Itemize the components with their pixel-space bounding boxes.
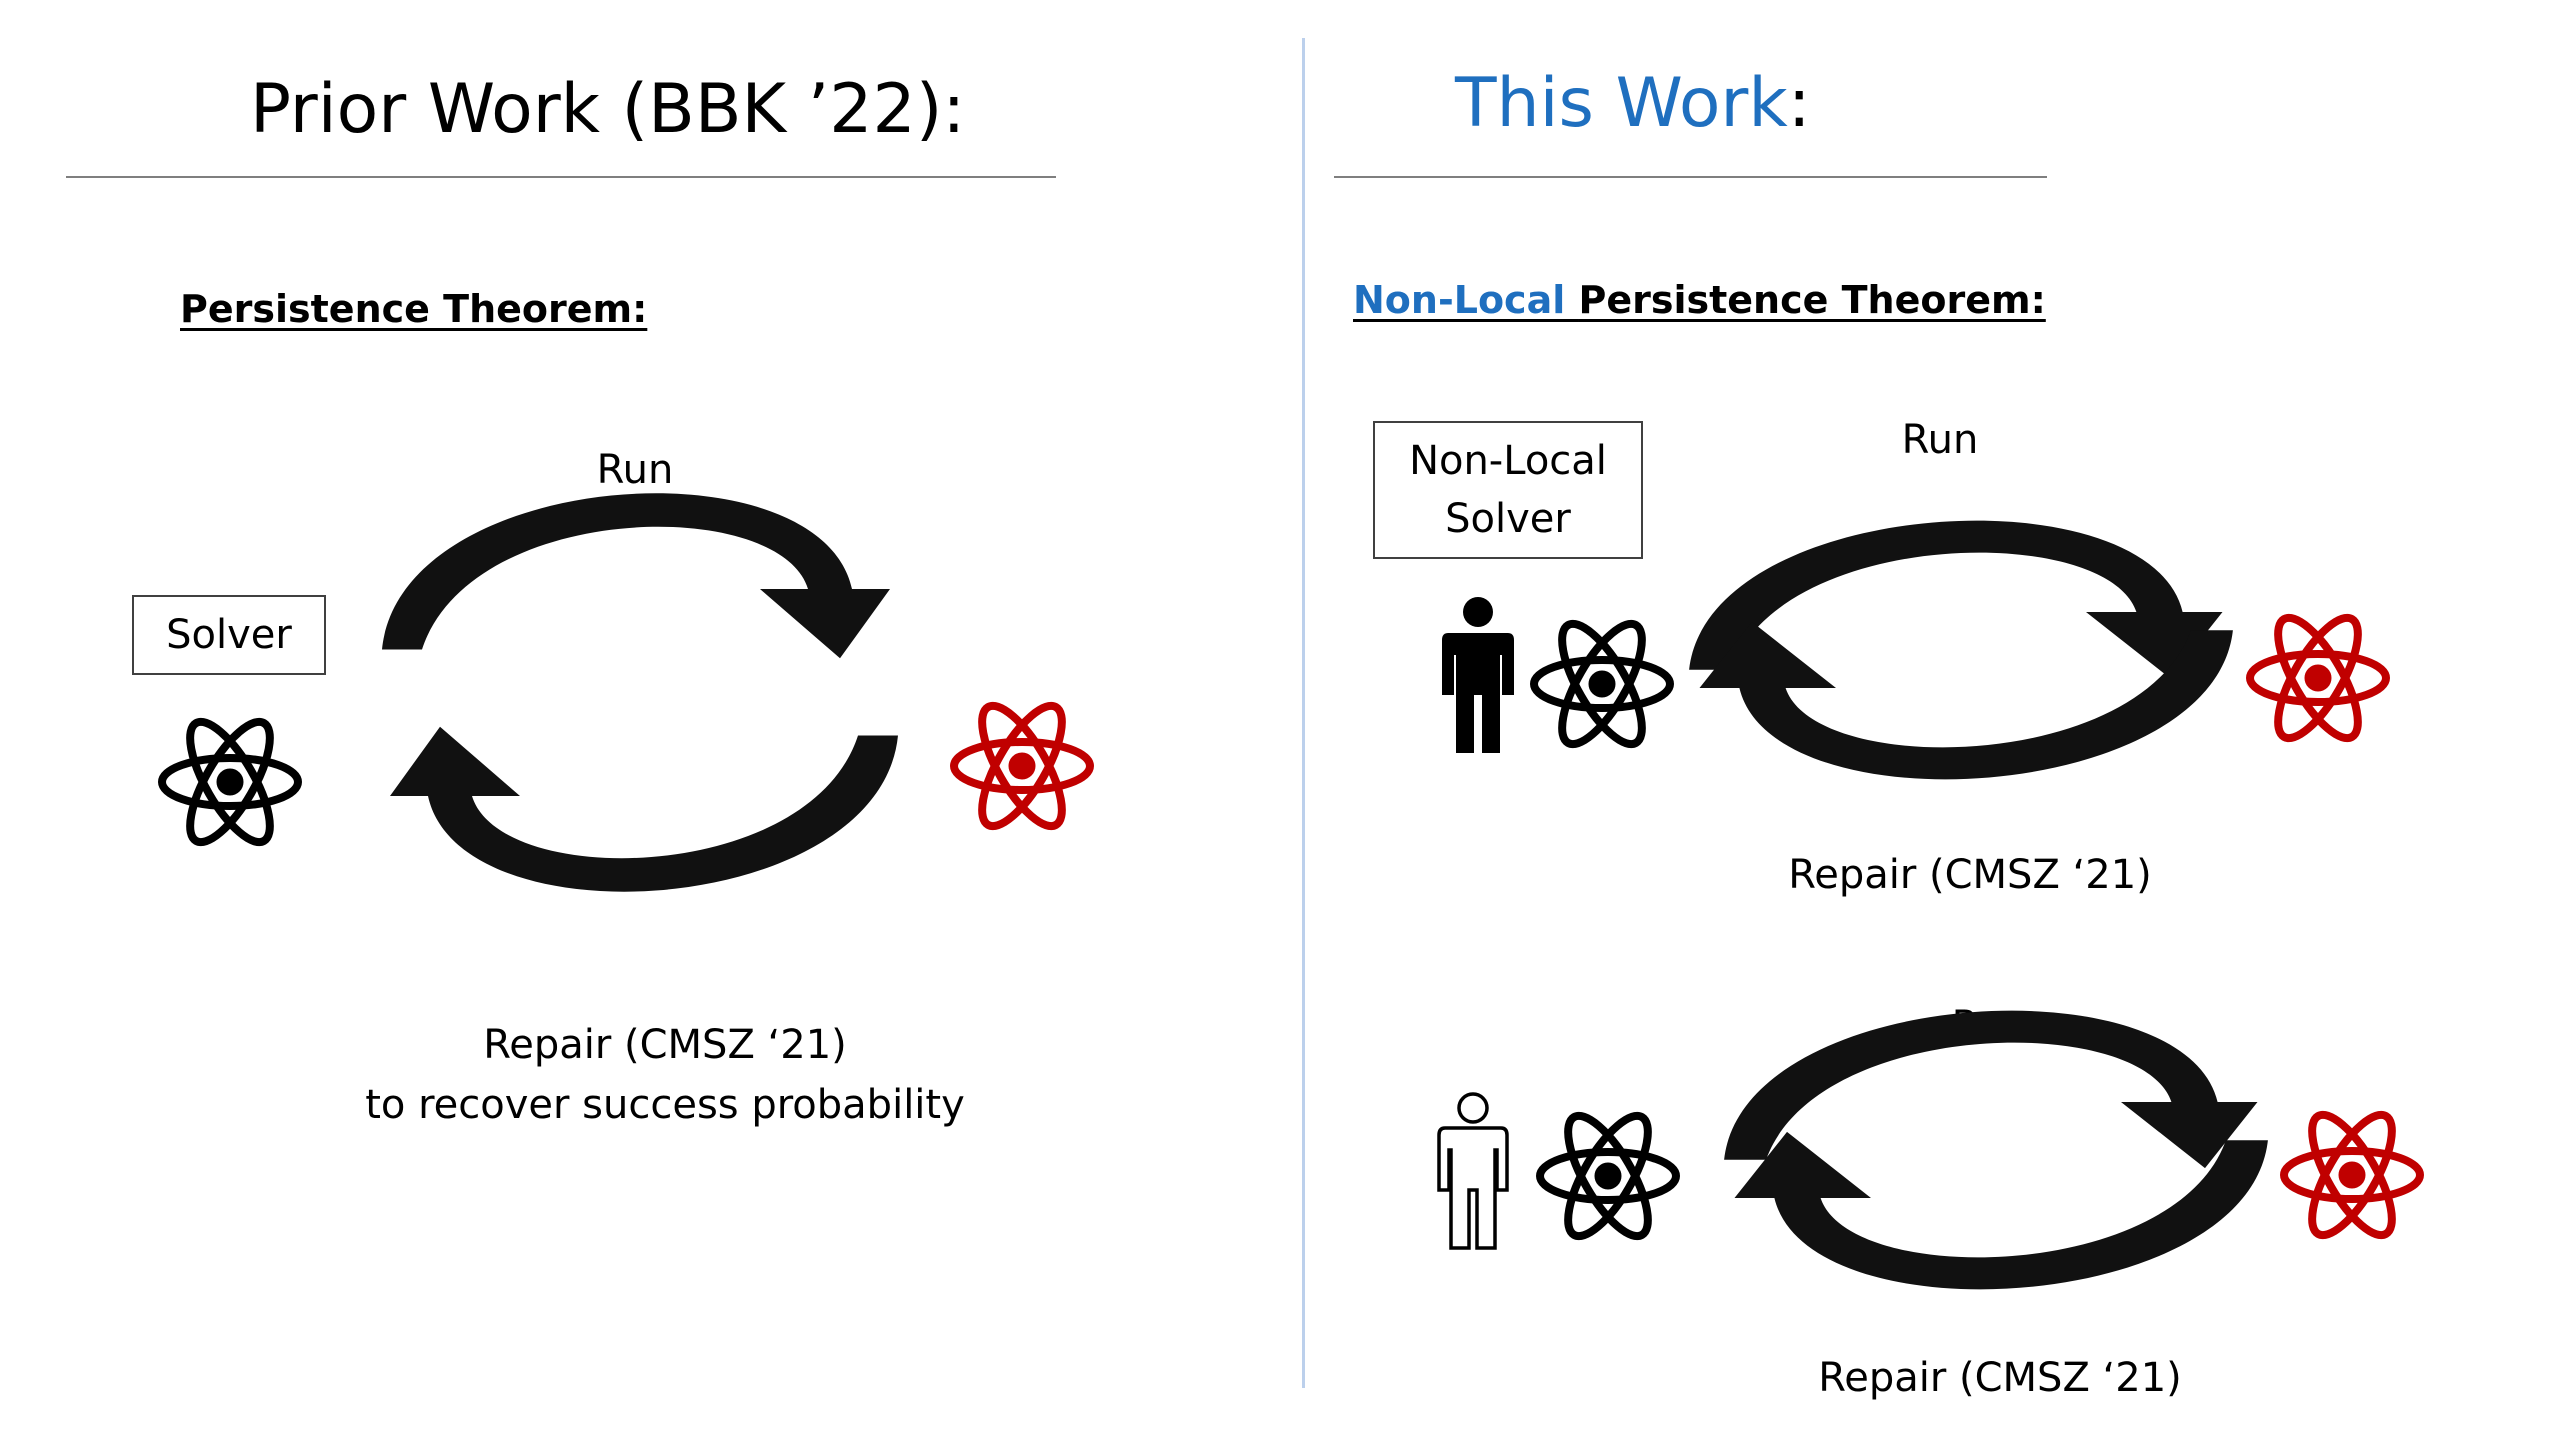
right-heading-rule <box>1334 176 2047 178</box>
right-bottom-repair-arrow <box>1734 1131 2268 1290</box>
person-outline-icon <box>1437 1092 1509 1250</box>
atom-icon-red <box>2284 1104 2420 1246</box>
right-top-run-label: Run <box>1901 417 1979 463</box>
right-bottom-repair-label: Repair (CMSZ ‘21) <box>1818 1355 2182 1401</box>
left-heading-rule <box>66 176 1056 178</box>
right-bottom-run-arrow <box>1724 1010 2258 1169</box>
non-local-theorem-title: Non-Local Persistence Theorem: <box>1353 278 2046 322</box>
non-local-solver-line2: Solver <box>1445 496 1571 542</box>
atom-icon-red <box>2250 607 2386 749</box>
left-run-label: Run <box>596 447 674 493</box>
person-filled-icon <box>1442 597 1514 753</box>
left-repair-line1: Repair (CMSZ ‘21) <box>483 1022 847 1068</box>
this-work-heading-text: This Work <box>1455 64 1788 143</box>
right-top-repair-label: Repair (CMSZ ‘21) <box>1788 852 2152 898</box>
panel-divider <box>1302 38 1305 1388</box>
left-repair-line2: to recover success probability <box>365 1082 965 1128</box>
solver-box: Solver <box>132 595 326 675</box>
non-local-solver-line1: Non-Local <box>1409 438 1607 484</box>
this-work-heading: This Work: <box>1455 64 1811 143</box>
non-local-theorem-prefix: Non-Local <box>1353 278 1579 322</box>
non-local-solver-box: Non-Local Solver <box>1373 421 1643 559</box>
prior-work-heading: Prior Work (BBK ’22): <box>250 70 966 149</box>
non-local-theorem-rest: Persistence Theorem: <box>1578 278 2046 322</box>
persistence-theorem-title: Persistence Theorem: <box>180 287 648 331</box>
this-work-heading-colon: : <box>1787 64 1811 143</box>
left-repair-label: Repair (CMSZ ‘21) to recover success pro… <box>330 1015 1000 1135</box>
atom-icon <box>1534 613 1670 755</box>
solver-label: Solver <box>166 612 292 658</box>
atom-icon <box>1540 1105 1676 1247</box>
